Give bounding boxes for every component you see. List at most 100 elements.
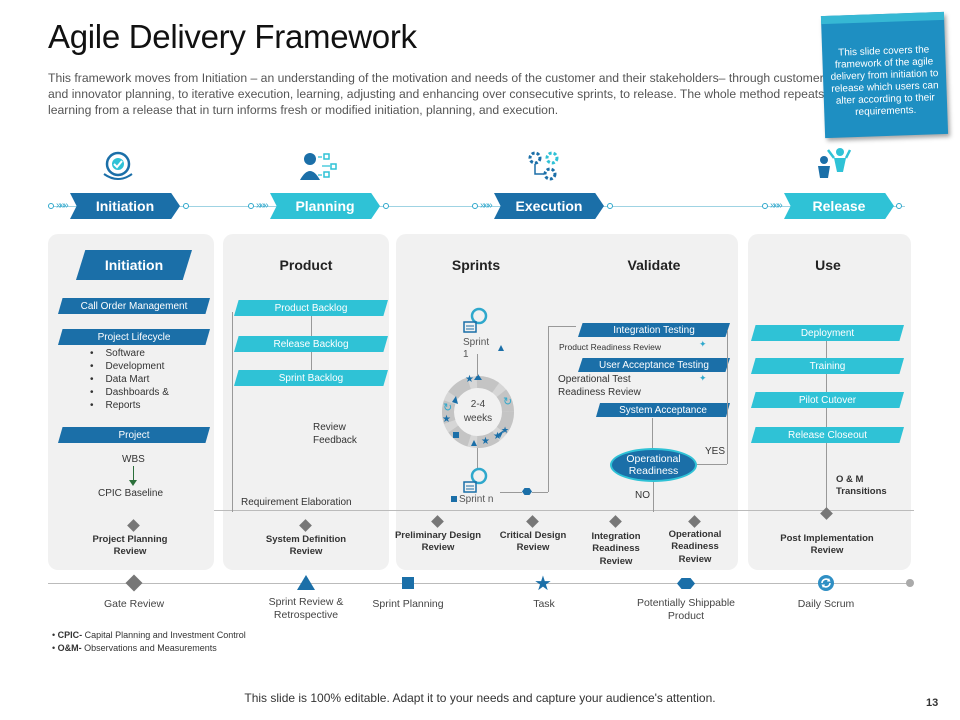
phase-end-dot [896, 203, 902, 209]
abbreviation-om: • O&M- Observations and Measurements [52, 642, 217, 653]
yes-label: YES [705, 446, 726, 457]
sprints-header: Sprints [451, 257, 501, 273]
release-backlog-bar: Release Backlog [234, 336, 388, 352]
phase-label: Initiation [95, 198, 155, 214]
panel-connector-line [214, 510, 914, 511]
lifecycle-item: Reports [90, 399, 169, 412]
operational-test-label: Operational Test Readiness Review [558, 374, 641, 398]
legend-gate-review: Gate Review [103, 598, 165, 610]
review-feedback-label: Review Feedback [313, 422, 357, 446]
critical-design-review: Critical Design Review [499, 530, 567, 554]
target-cycle-icon [103, 151, 133, 180]
abbreviation-cpic: • CPIC- Capital Planning and Investment … [52, 630, 246, 640]
yes-line [697, 464, 727, 465]
square-icon [402, 577, 414, 589]
sprint-cycle-label: 2-4 weeks [463, 399, 493, 424]
wbs-label: WBS [122, 454, 145, 465]
sprint-arrow-line [477, 354, 478, 376]
phase-execution[interactable]: Execution [494, 193, 604, 219]
phase-dot [183, 203, 189, 209]
star-icon: ✦ [699, 373, 707, 383]
diamond-icon [125, 574, 143, 592]
phase-planning[interactable]: Planning [270, 193, 380, 219]
product-side-line [232, 312, 233, 512]
star-icon: ★ [442, 414, 451, 425]
abbreviation-list: • CPIC- Capital Planning and Investment … [52, 629, 246, 654]
phase-dot [472, 203, 478, 209]
system-acceptance-bar: System Acceptance [596, 403, 730, 417]
sticky-note: This slide covers the framework of the a… [820, 11, 949, 139]
project-bar: Project [58, 427, 210, 443]
sprint-backlog-bar: Sprint Backlog [234, 370, 388, 386]
product-header: Product [279, 257, 333, 273]
sprint-arrow-line [477, 448, 478, 468]
phase-label: Release [812, 198, 866, 214]
pilot-cutover-bar: Pilot Cutover [751, 392, 904, 408]
use-header: Use [815, 257, 841, 273]
product-arrow [311, 352, 312, 370]
initiation-header: Initiation [76, 250, 192, 280]
phase-arrows-4: »»» [770, 200, 783, 211]
preliminary-design-review: Preliminary Design Review [394, 530, 482, 554]
abbreviation-value: Observations and Measurements [81, 642, 217, 653]
product-arrow [311, 316, 312, 336]
user-flow-icon [300, 153, 337, 180]
uat-bar: User Acceptance Testing [578, 358, 730, 372]
phase-start-dot [48, 203, 54, 209]
use-arrow [826, 374, 827, 392]
star-icon: ★ [481, 436, 490, 447]
legend-task: Task [533, 598, 555, 610]
legend-daily-scrum: Daily Scrum [797, 598, 855, 610]
legend-line [48, 583, 910, 584]
no-label: NO [635, 490, 650, 501]
triangle-icon [471, 440, 477, 446]
training-bar: Training [751, 358, 904, 374]
footer-text: This slide is 100% editable. Adapt it to… [244, 691, 716, 705]
hexagon-icon [677, 578, 695, 589]
product-backlog-bar: Product Backlog [234, 300, 388, 316]
lifecycle-item: Dashboards & [90, 386, 169, 399]
star-icon: ✦ [699, 339, 707, 349]
validate-arrow [652, 418, 653, 448]
lifecycle-list: Software Development Data Mart Dashboard… [90, 347, 169, 412]
square-icon [451, 496, 457, 502]
legend-sprint-planning: Sprint Planning [372, 598, 444, 610]
cpic-label: CPIC Baseline [98, 488, 164, 499]
om-transitions-label: O & M Transitions [836, 474, 887, 498]
panel-product [223, 234, 389, 570]
triangle-icon [297, 575, 315, 590]
cycle-icon: ↻ [443, 402, 453, 414]
call-order-bar: Call Order Management [58, 298, 210, 314]
phase-arrows-2: »»» [256, 200, 269, 211]
requirement-elaboration-label: Requirement Elaboration [241, 497, 352, 508]
wbs-arrow [133, 466, 134, 482]
phase-initiation[interactable]: Initiation [70, 193, 180, 219]
phase-arrows-3: »»» [480, 200, 493, 211]
legend-shippable-product: Potentially Shippable Product [636, 597, 736, 622]
abbreviation-value: Capital Planning and Investment Control [82, 630, 246, 640]
operational-readiness-node: Operational Readiness [610, 448, 697, 482]
star-icon: ★ [493, 431, 502, 442]
sprint-cycle-ring [442, 374, 514, 448]
post-implementation-review: Post Implementation Review [780, 533, 874, 557]
cycle-icon: ↻ [503, 396, 513, 408]
square-icon [453, 432, 459, 438]
sprint-validate-connector [532, 492, 548, 493]
phase-release[interactable]: Release [784, 193, 894, 219]
phase-label: Execution [515, 198, 583, 214]
star-icon: ★ [534, 573, 552, 595]
sprint-validate-top [548, 326, 576, 327]
integration-readiness-review: Integration Readiness Review [591, 531, 641, 567]
gears-icon [528, 151, 559, 181]
sprint-validate-vertical [548, 326, 549, 492]
cycle-icon [818, 575, 834, 591]
sprint-1-icon [463, 307, 488, 333]
phase-dot [383, 203, 389, 209]
abbreviation-key: CPIC- [57, 630, 83, 640]
no-line [653, 482, 654, 512]
operational-readiness-review: Operational Readiness Review [668, 529, 722, 565]
legend-end-dot [906, 579, 914, 587]
deployment-bar: Deployment [751, 325, 904, 341]
page-description: This framework moves from Initiation – a… [48, 71, 825, 118]
sprint-n-connector [500, 492, 522, 493]
